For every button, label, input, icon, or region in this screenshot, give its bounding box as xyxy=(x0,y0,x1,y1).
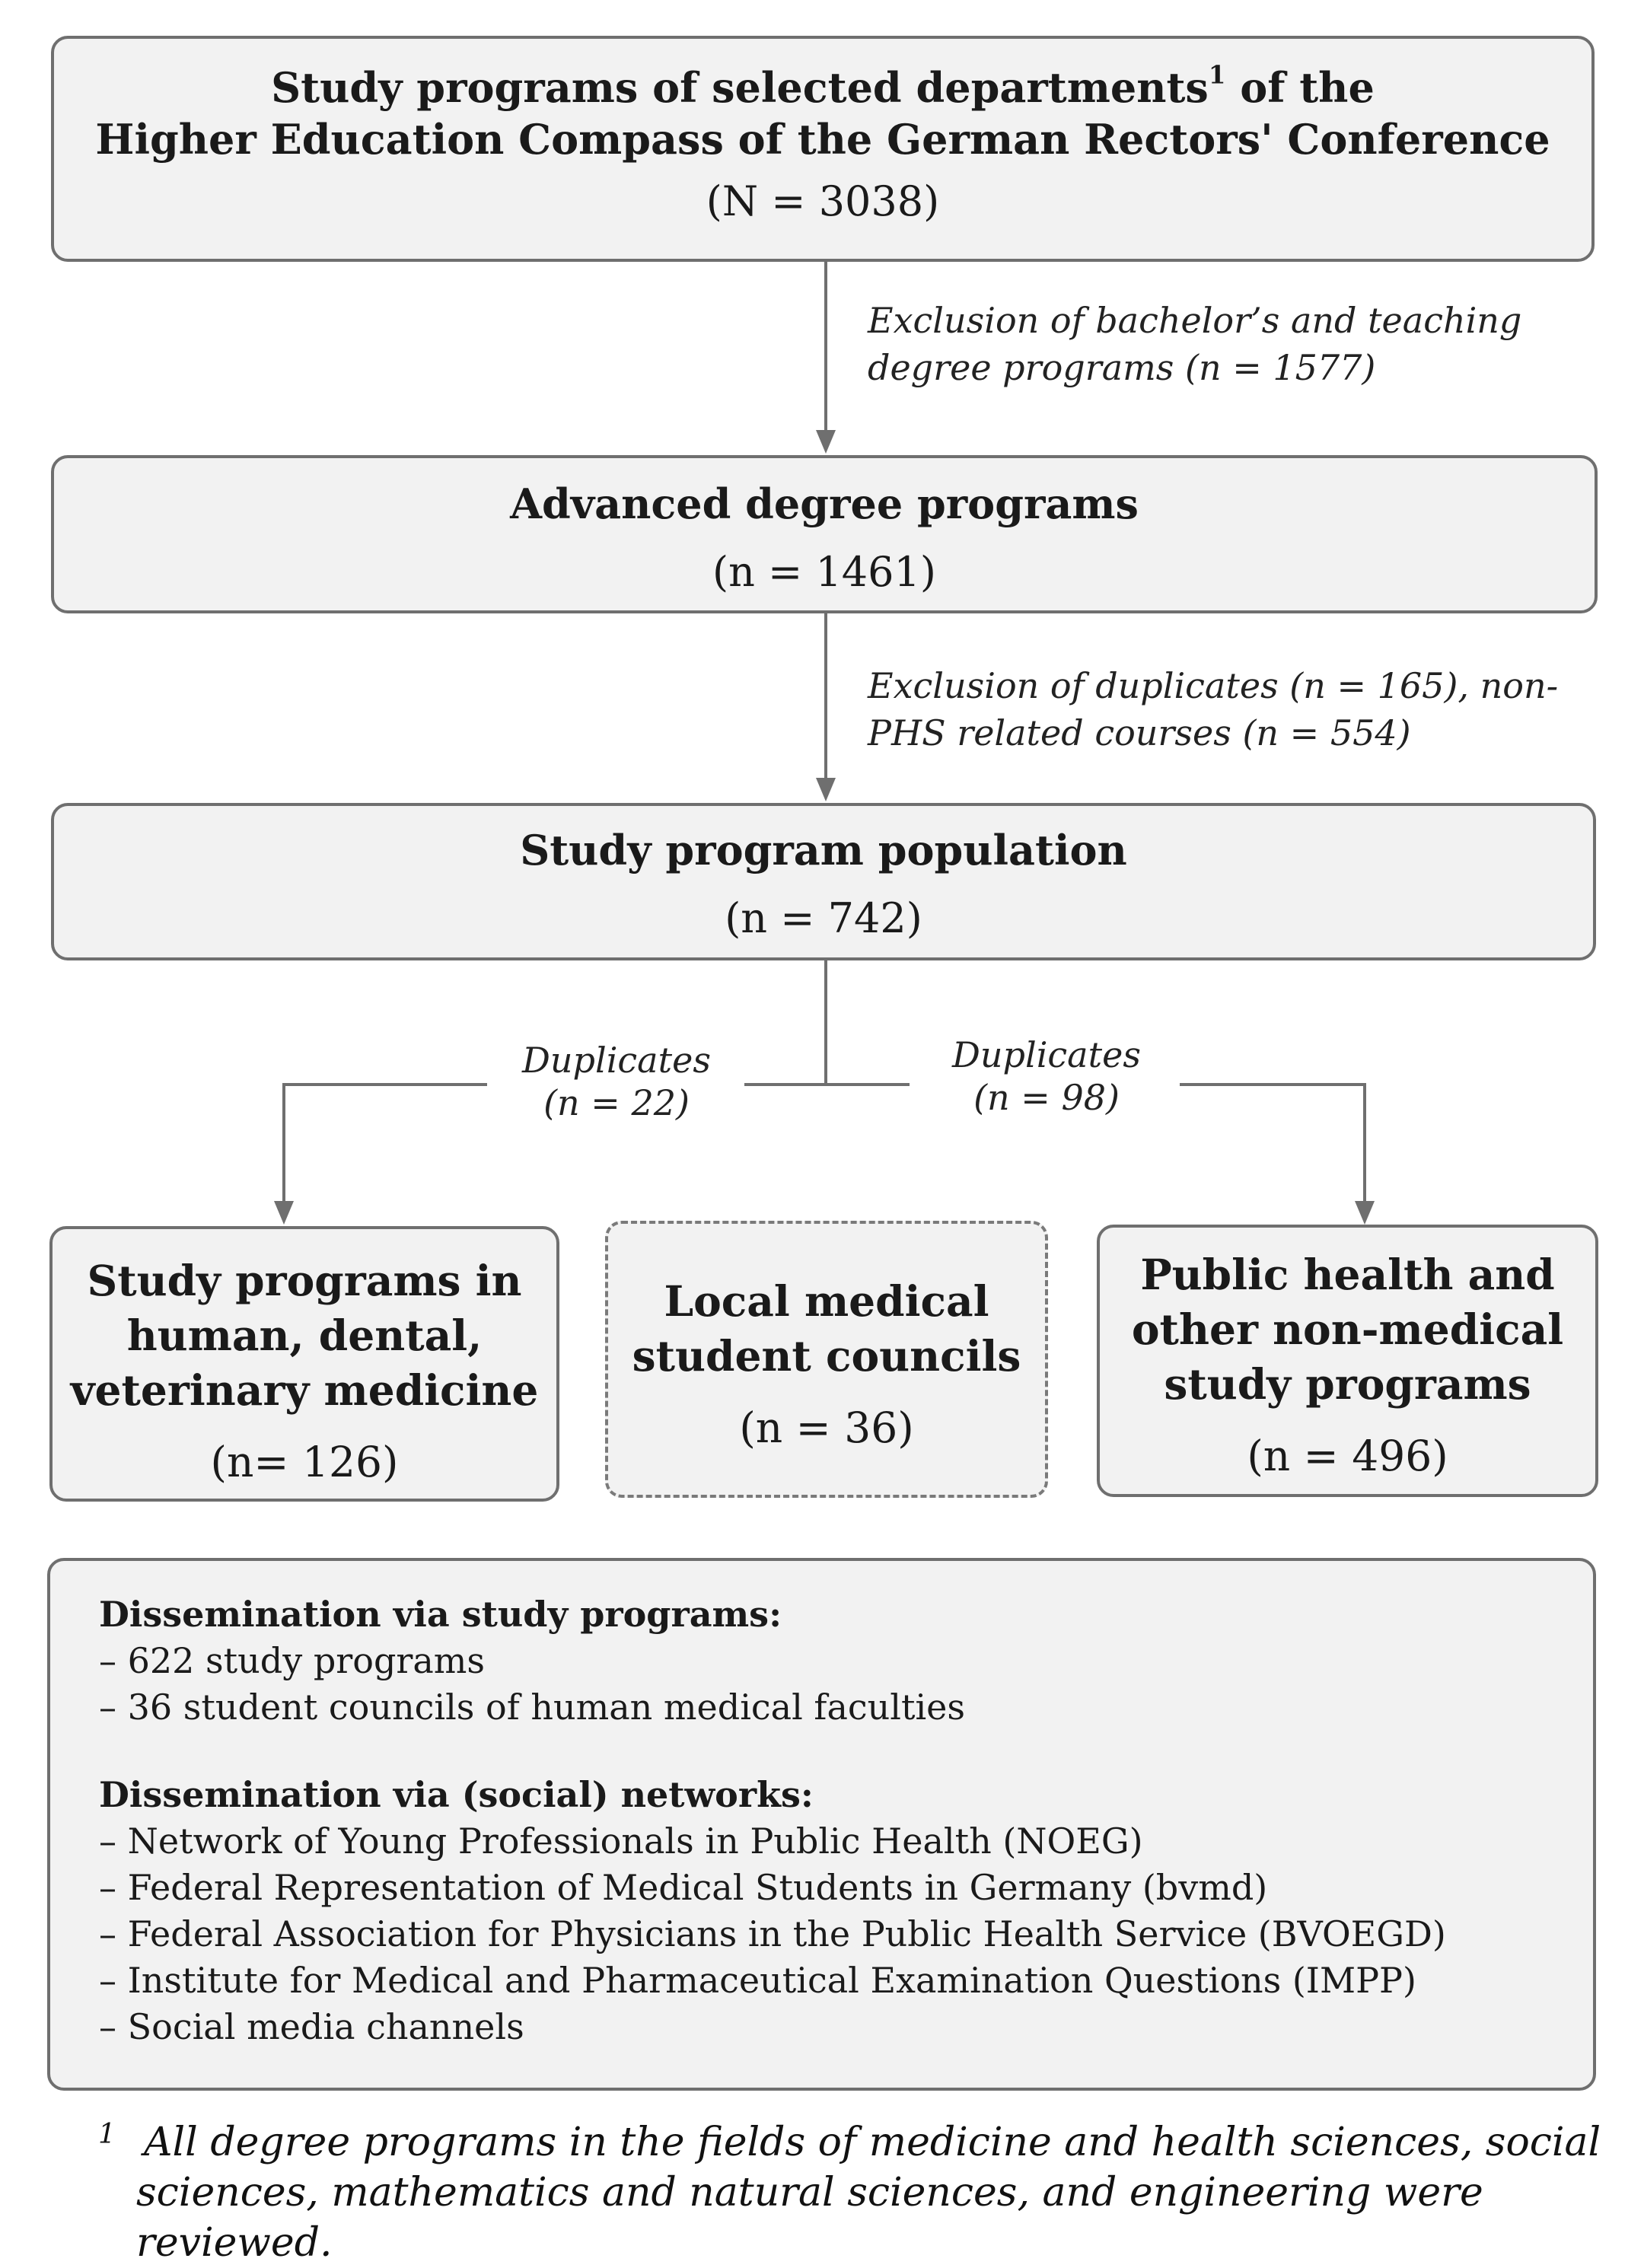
duplicates-left-count: (n = 22) xyxy=(543,1082,690,1123)
list-item: – Federal Association for Physicians in … xyxy=(99,1913,1446,1954)
source-box: Study programs of selected departments1 … xyxy=(51,36,1595,262)
duplicates-right-count: (n = 98) xyxy=(973,1077,1120,1118)
source-title-line1: Study programs of selected departments1 … xyxy=(54,62,1591,113)
duplicates-note-left: Duplicates (n = 22) xyxy=(502,1039,731,1124)
duplicates-note-right: Duplicates (n = 98) xyxy=(932,1034,1161,1119)
list-item: – Social media channels xyxy=(99,2006,524,2047)
population-box: Study program population (n = 742) xyxy=(51,803,1596,960)
exclusion-note-2-line1: Exclusion of duplicates (n = 165), non- xyxy=(868,665,1559,706)
source-title-end: of the xyxy=(1225,63,1375,112)
arrowhead-population xyxy=(816,778,836,801)
publichealth-title-line3: study programs xyxy=(1164,1359,1531,1409)
list-item: – Network of Young Professionals in Publ… xyxy=(99,1820,1143,1862)
arrowhead-advanced xyxy=(816,430,836,454)
source-title-text: Study programs of selected departments xyxy=(271,63,1209,112)
footnote-mark: 1 xyxy=(98,2119,116,2150)
publichealth-box: Public health and other non-medical stud… xyxy=(1097,1225,1598,1497)
footnote-line2: sciences, mathematics and natural scienc… xyxy=(136,2170,1483,2266)
exclusion-note-1-line2: degree programs (n = 1577) xyxy=(868,347,1376,388)
dissemination-network-heading: Dissemination via (social) networks: xyxy=(99,1774,814,1815)
medicine-box: Study programs in human, dental, veterin… xyxy=(49,1226,559,1502)
councils-count: (n = 36) xyxy=(739,1403,914,1452)
exclusion-note-2: Exclusion of duplicates (n = 165), non- … xyxy=(868,662,1558,757)
advanced-count: (n = 1461) xyxy=(712,548,936,596)
list-item: – 36 student councils of human medical f… xyxy=(99,1687,966,1728)
exclusion-note-2-line2: PHS related courses (n = 554) xyxy=(868,712,1411,753)
publichealth-title-line1: Public health and xyxy=(1140,1250,1555,1299)
duplicates-left-label: Duplicates xyxy=(522,1040,711,1081)
population-title: Study program population xyxy=(520,826,1127,874)
list-item: – Federal Representation of Medical Stud… xyxy=(99,1867,1268,1908)
arrowhead-publichealth xyxy=(1355,1201,1375,1225)
footnote: 1 All degree programs in the fields of m… xyxy=(95,2117,1644,2268)
exclusion-note-1-line1: Exclusion of bachelor’s and teaching xyxy=(868,300,1522,341)
list-item: – Institute for Medical and Pharmaceutic… xyxy=(99,1960,1416,2001)
footnote-ref: 1 xyxy=(1208,60,1226,90)
councils-box: Local medical student councils (n = 36) xyxy=(605,1221,1048,1498)
duplicates-right-label: Duplicates xyxy=(952,1034,1141,1075)
exclusion-note-1: Exclusion of bachelor’s and teaching deg… xyxy=(868,297,1521,391)
councils-title-line1: Local medical xyxy=(664,1276,989,1326)
publichealth-count: (n = 496) xyxy=(1247,1432,1448,1480)
medicine-title-line3: veterinary medicine xyxy=(70,1365,539,1415)
connector-branch-right xyxy=(1180,1083,1366,1201)
source-count: (N = 3038) xyxy=(706,177,940,225)
advanced-title: Advanced degree programs xyxy=(510,479,1139,528)
arrowhead-medicine xyxy=(274,1201,294,1225)
dissemination-box: Dissemination via study programs: – 622 … xyxy=(47,1558,1596,2091)
advanced-box: Advanced degree programs (n = 1461) xyxy=(51,455,1598,613)
source-title-line2: Higher Education Compass of the German R… xyxy=(95,115,1550,164)
list-item: – 622 study programs xyxy=(99,1640,486,1681)
connector-branch-left xyxy=(282,1083,487,1201)
publichealth-title-line2: other non-medical xyxy=(1131,1304,1564,1354)
medicine-count: (n= 126) xyxy=(210,1438,399,1486)
population-count: (n = 742) xyxy=(725,894,922,942)
medicine-title-line1: Study programs in xyxy=(87,1256,522,1305)
dissemination-study-heading: Dissemination via study programs: xyxy=(99,1594,782,1635)
medicine-title-line2: human, dental, xyxy=(126,1311,483,1360)
councils-title-line2: student councils xyxy=(632,1331,1021,1381)
footnote-line1: All degree programs in the fields of med… xyxy=(144,2120,1601,2165)
